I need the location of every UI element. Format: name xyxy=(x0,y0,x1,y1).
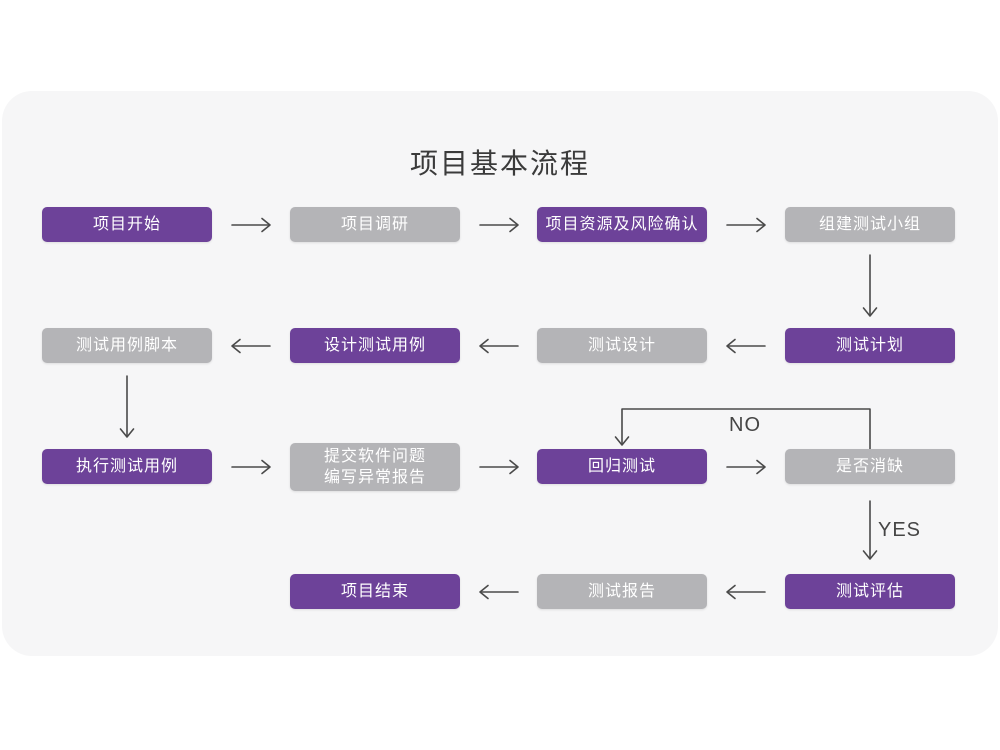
node-defect-resolved-check: 是否消缺 xyxy=(785,449,955,484)
node-test-report: 测试报告 xyxy=(537,574,707,609)
node-test-evaluation: 测试评估 xyxy=(785,574,955,609)
node-test-design: 测试设计 xyxy=(537,328,707,363)
node-test-plan: 测试计划 xyxy=(785,328,955,363)
node-project-research: 项目调研 xyxy=(290,207,460,242)
edge-label-yes: YES xyxy=(878,519,922,541)
node-project-end: 项目结束 xyxy=(290,574,460,609)
page-title: 项目基本流程 xyxy=(409,148,590,179)
flowchart-panel xyxy=(2,91,998,656)
node-design-test-cases: 设计测试用例 xyxy=(290,328,460,363)
node-execute-test-cases: 执行测试用例 xyxy=(42,449,212,484)
node-project-start: 项目开始 xyxy=(42,207,212,242)
node-regression-test: 回归测试 xyxy=(537,449,707,484)
node-submit-issues-write-report: 提交软件问题 编写异常报告 xyxy=(290,443,460,491)
node-resources-risk-confirm: 项目资源及风险确认 xyxy=(537,207,707,242)
node-test-case-script: 测试用例脚本 xyxy=(42,328,212,363)
node-build-test-team: 组建测试小组 xyxy=(785,207,955,242)
edge-label-no: NO xyxy=(729,414,761,436)
